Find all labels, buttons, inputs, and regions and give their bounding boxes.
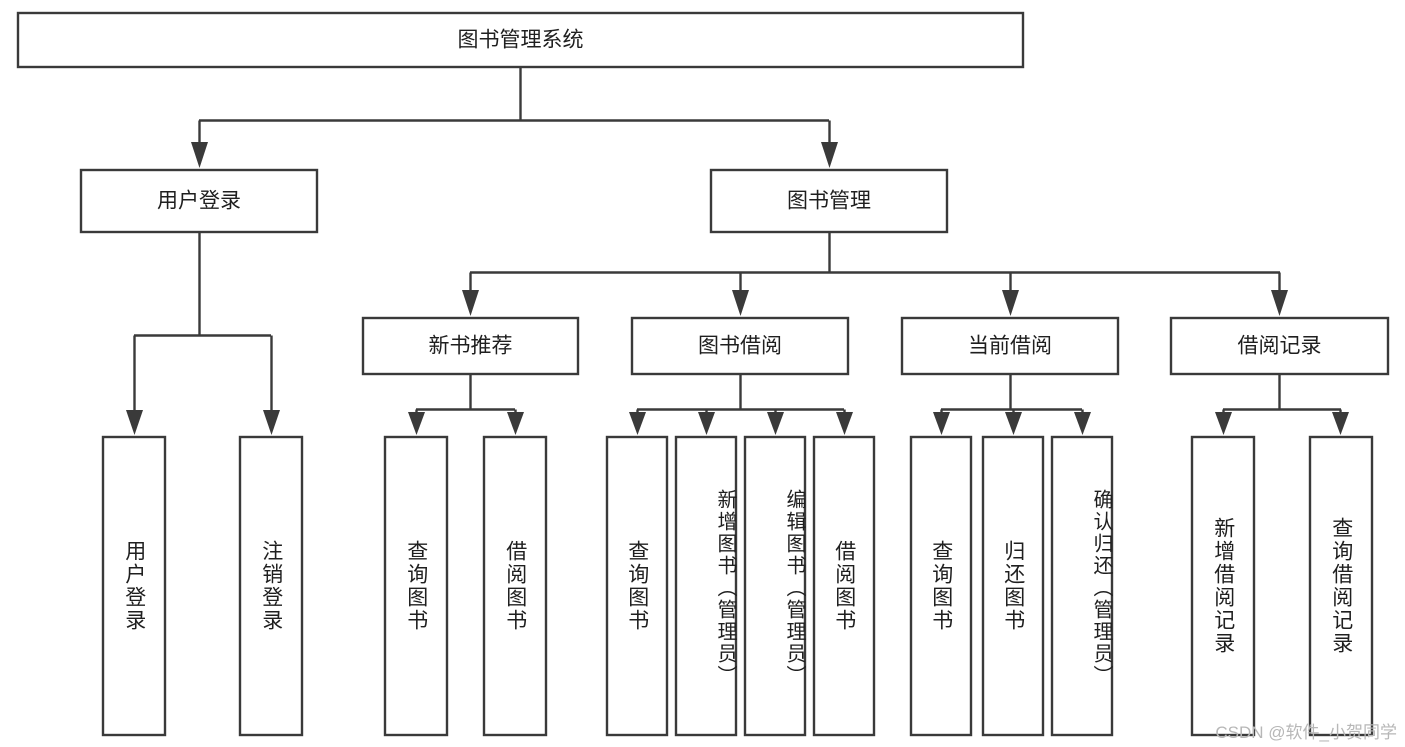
node-leaf-确认归还管理员[interactable] xyxy=(1050,435,1114,737)
node-leaf-借阅图书[interactable] xyxy=(482,435,548,737)
arrow-head-icon xyxy=(1002,290,1019,316)
arrow-head-icon xyxy=(126,410,143,435)
watermark-text: CSDN @软件_小贺同学 xyxy=(1215,723,1397,742)
node-leaf-借阅图书[interactable] xyxy=(812,435,876,737)
node-label: 图书借阅 xyxy=(698,335,782,358)
connector-bookborrow-to-leaves xyxy=(629,374,853,435)
node-label: 新书推荐 xyxy=(429,335,513,358)
node-level3-借阅记录[interactable] xyxy=(1169,316,1390,376)
arrow-head-icon xyxy=(698,412,715,435)
arrow-head-icon xyxy=(1074,412,1091,435)
node-leaf-归还图书[interactable] xyxy=(981,435,1045,737)
node-level2-图书管理[interactable] xyxy=(709,168,949,234)
node-leaf-编辑图书管理员[interactable] xyxy=(743,435,807,737)
arrow-head-icon xyxy=(507,412,524,435)
node-root-图书管理系统[interactable] xyxy=(16,11,1025,69)
node-level3-当前借阅[interactable] xyxy=(900,316,1120,376)
connector-newbook-to-leaves xyxy=(408,374,524,435)
node-leaf-用户登录[interactable] xyxy=(101,435,167,737)
arrow-head-icon xyxy=(1005,412,1022,435)
connector-userlogin-to-leaves xyxy=(126,232,280,435)
connector-currentborrow-to-leaves xyxy=(933,374,1091,435)
node-leaf-查询图书[interactable] xyxy=(605,435,669,737)
node-boxes-layer xyxy=(16,11,1390,737)
node-label: 图书管理系统 xyxy=(458,29,584,52)
node-leaf-查询图书[interactable] xyxy=(383,435,449,737)
arrow-head-icon xyxy=(1332,412,1349,435)
arrow-head-icon xyxy=(933,412,950,435)
arrow-head-icon xyxy=(462,290,479,316)
arrow-head-icon xyxy=(836,412,853,435)
node-leaf-新增图书管理员[interactable] xyxy=(674,435,738,737)
node-label: 借阅记录 xyxy=(1238,335,1322,358)
node-level3-图书借阅[interactable] xyxy=(630,316,850,376)
node-leaf-新增借阅记录[interactable] xyxy=(1190,435,1256,737)
arrow-head-icon xyxy=(629,412,646,435)
arrow-head-icon xyxy=(191,142,208,168)
node-level2-用户登录[interactable] xyxy=(79,168,319,234)
node-label: 当前借阅 xyxy=(968,335,1052,358)
node-label: 用户登录 xyxy=(157,190,241,213)
connector-root-to-level2 xyxy=(191,67,838,168)
connector-borrowrecord-to-leaves xyxy=(1215,374,1349,435)
arrow-head-icon xyxy=(767,412,784,435)
arrow-head-icon xyxy=(1271,290,1288,316)
node-label: 图书管理 xyxy=(787,190,871,213)
arrow-head-icon xyxy=(1215,412,1232,435)
node-leaf-注销登录[interactable] xyxy=(238,435,304,737)
node-leaf-查询图书[interactable] xyxy=(909,435,973,737)
connector-bookmgmt-to-level3 xyxy=(462,232,1288,316)
arrow-head-icon xyxy=(732,290,749,316)
arrow-head-icon xyxy=(263,410,280,435)
node-leaf-查询借阅记录[interactable] xyxy=(1308,435,1374,737)
node-level3-新书推荐[interactable] xyxy=(361,316,580,376)
arrow-head-icon xyxy=(408,412,425,435)
arrow-head-icon xyxy=(821,142,838,168)
